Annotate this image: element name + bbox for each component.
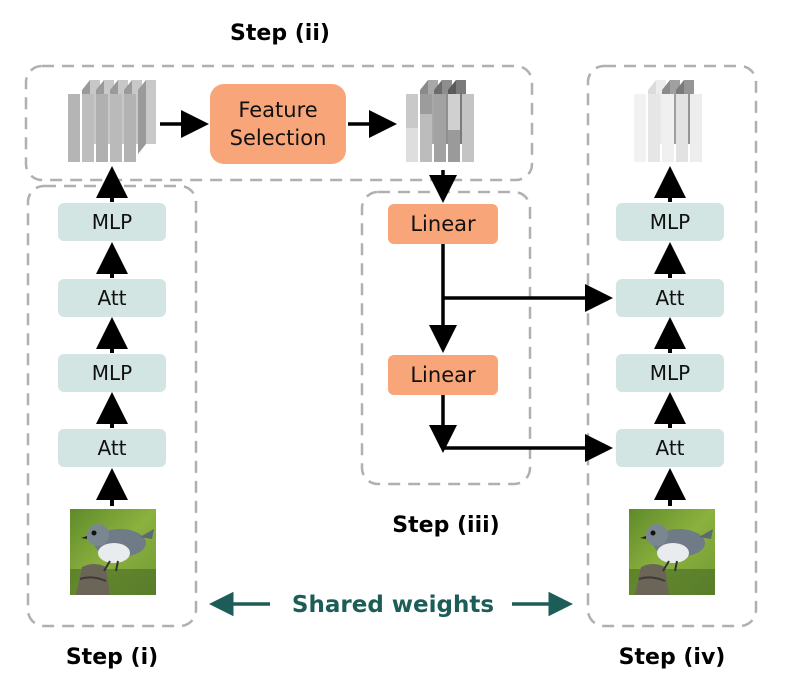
feature-tokens-output xyxy=(634,80,702,162)
right-att-bottom-box xyxy=(616,429,724,467)
linear-top-box xyxy=(388,204,498,244)
left-att-bottom-label: Att xyxy=(97,436,126,460)
shared-weights-label: Shared weights xyxy=(292,592,494,618)
right-mlp-top-box xyxy=(616,203,724,241)
right-mlp-top-label: MLP xyxy=(650,210,690,234)
left-mlp-top-box xyxy=(58,203,166,241)
feature-selection-box xyxy=(210,84,346,164)
step-iii-label: Step (iii) xyxy=(392,513,499,538)
bird-image-left xyxy=(70,509,156,595)
left-mlp-top-label: MLP xyxy=(92,210,132,234)
step-ii-group xyxy=(24,64,534,182)
feature-tokens-selected xyxy=(406,80,474,162)
step-ii-label: Step (ii) xyxy=(230,21,330,46)
linear-top-label: Linear xyxy=(410,212,476,236)
left-att-bottom-box xyxy=(58,429,166,467)
right-mlp-bottom-box xyxy=(616,354,724,392)
linear-bottom-label: Linear xyxy=(410,363,476,387)
step-iv-label: Step (iv) xyxy=(619,645,726,670)
step-iv-group xyxy=(586,64,758,628)
step-i-label: Step (i) xyxy=(66,645,158,670)
linear-bottom-box xyxy=(388,355,498,395)
feature-tokens-full xyxy=(68,80,156,162)
feature-selection-label-line1: Feature xyxy=(238,98,317,122)
right-mlp-bottom-label: MLP xyxy=(650,361,690,385)
right-att-bottom-label: Att xyxy=(655,436,684,460)
right-att-top-box xyxy=(616,279,724,317)
left-att-top-box xyxy=(58,279,166,317)
left-mlp-bottom-box xyxy=(58,354,166,392)
left-att-top-label: Att xyxy=(97,286,126,310)
left-mlp-bottom-label: MLP xyxy=(92,361,132,385)
right-att-top-label: Att xyxy=(655,286,684,310)
bird-image-right xyxy=(629,509,715,595)
feature-selection-label-line2: Selection xyxy=(230,126,327,150)
